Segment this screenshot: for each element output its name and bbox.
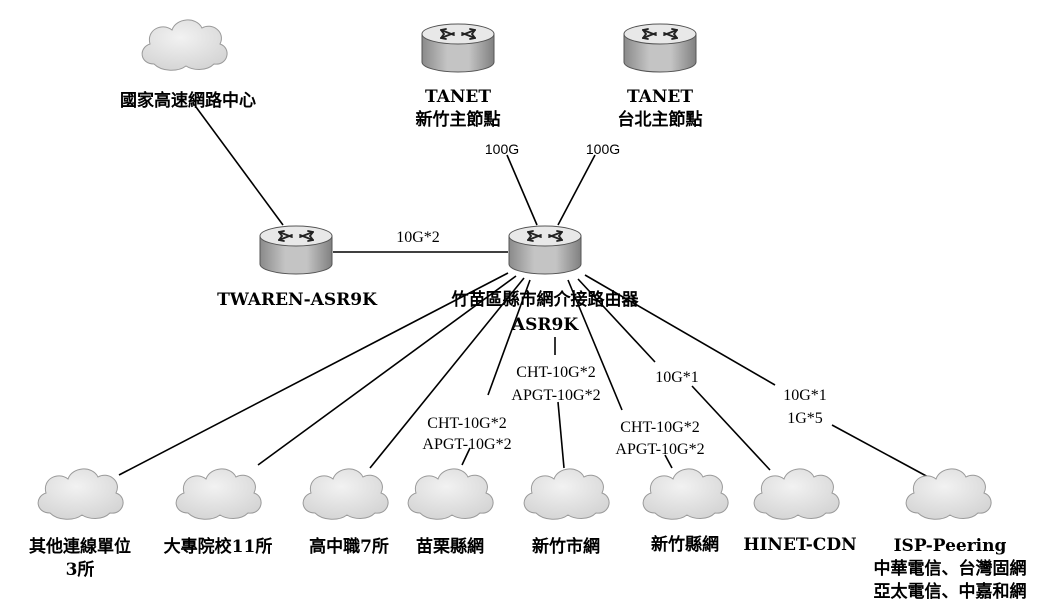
label-isp-line2: 中華電信、台灣固網 [874, 558, 1027, 579]
link-tanet-taipei-core [557, 154, 596, 226]
cloud-isp-icon [905, 468, 992, 520]
link-core-miaoli-a [487, 279, 531, 396]
link-nchc-twaren [195, 106, 284, 226]
label-isp-line3: 亞太電信、中嘉和網 [874, 581, 1027, 602]
link-core-isp-a [584, 274, 776, 386]
label-others-line2: 3所 [66, 560, 95, 580]
link-core-hsinchu-county-a [567, 279, 623, 411]
link-core-hsinchu-city-b [557, 401, 565, 469]
router-tanet-taipei-icon [623, 23, 697, 73]
link-core-hinet-a [577, 278, 656, 363]
cloud-hinet-icon [753, 468, 840, 520]
link-core-colleges [257, 275, 517, 466]
label-tanet-taipei-line1: TANET [627, 87, 693, 107]
cloud-colleges-icon [175, 468, 262, 520]
link-core-others [118, 272, 509, 476]
links [118, 106, 931, 479]
link-label-hsinchu-county-line1: CHT-10G*2 [620, 419, 699, 436]
label-tanet-taipei-line2: 台北主節點 [618, 109, 703, 130]
link-label-hsinchu-city-line2: APGT-10G*2 [511, 387, 600, 404]
link-core-miaoli-b [461, 447, 471, 466]
link-label-hsinchu-county-line2: APGT-10G*2 [615, 441, 704, 458]
router-tanet-hsinchu-icon [421, 23, 495, 73]
cloud-hsinchu-city-icon [523, 468, 610, 520]
link-label-miaoli-line1: CHT-10G*2 [427, 415, 506, 432]
label-tanet-hsinchu-line2: 新竹主節點 [416, 109, 501, 130]
cloud-vocational-icon [302, 468, 389, 520]
link-core-hinet-b [691, 385, 771, 471]
label-core-line2: ASR9K [511, 315, 579, 335]
router-core-icon [508, 225, 582, 275]
link-label-hsinchu: 100G [485, 141, 519, 157]
link-label-miaoli-line2: APGT-10G*2 [422, 436, 511, 453]
cloud-nchc-icon [141, 19, 228, 71]
link-label-hinet: 10G*1 [655, 369, 699, 386]
link-label-hsinchu-city-line1: CHT-10G*2 [516, 364, 595, 381]
label-vocational: 高中職7所 [309, 536, 389, 557]
router-twaren-icon [259, 225, 333, 275]
link-core-isp-b [831, 424, 931, 479]
label-miaoli: 苗栗縣網 [416, 536, 484, 557]
label-hsinchu-county: 新竹縣網 [651, 534, 719, 555]
label-nchc: 國家高速網路中心 [120, 90, 256, 111]
link-label-twaren: 10G*2 [396, 229, 440, 246]
label-twaren: TWAREN-ASR9K [217, 290, 378, 310]
label-others-line1: 其他連線單位 [29, 536, 131, 557]
link-core-vocational [369, 277, 525, 469]
label-colleges: 大專院校11所 [164, 536, 273, 557]
label-hsinchu-city: 新竹市網 [532, 536, 600, 557]
cloud-others-icon [37, 468, 124, 520]
cloud-miaoli-icon [407, 468, 494, 520]
label-isp-line1: ISP-Peering [894, 536, 1007, 556]
link-label-isp-line1: 10G*1 [783, 387, 827, 404]
link-tanet-hsinchu-core [506, 154, 538, 226]
link-label-isp-line2: 1G*5 [787, 410, 823, 427]
label-tanet-hsinchu-line1: TANET [425, 87, 491, 107]
cloud-hsinchu-county-icon [642, 468, 729, 520]
label-core-line1: 竹苗區縣市網介接路由器 [451, 289, 640, 310]
link-label-taipei: 100G [586, 141, 620, 157]
link-core-hsinchu-county-b [664, 454, 673, 469]
label-hinet: HINET-CDN [743, 535, 856, 555]
